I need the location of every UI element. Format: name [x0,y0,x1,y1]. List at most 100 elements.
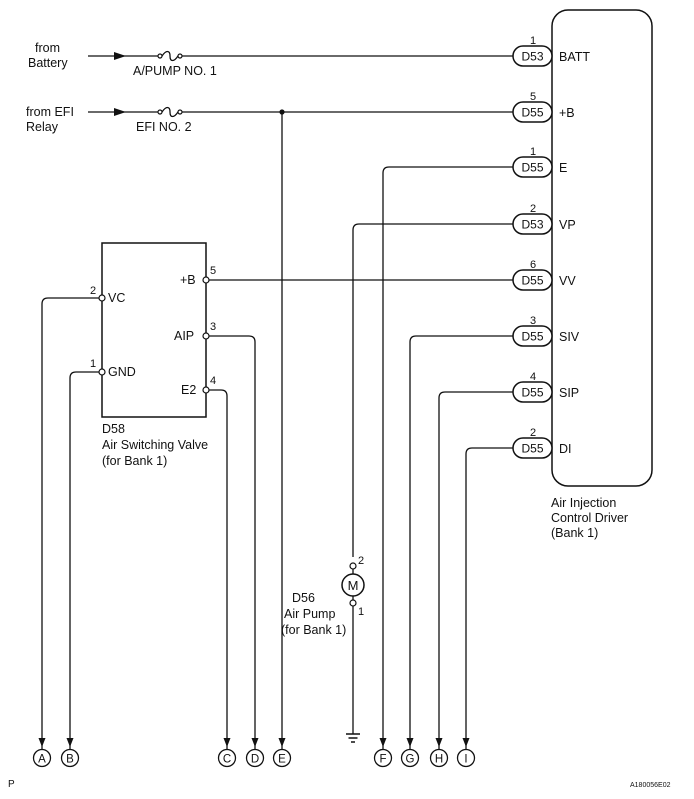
terminal-e: E [272,738,292,768]
terminal-b-circle [60,748,80,768]
terminal-e-circle [272,748,292,768]
driver-pin-di-number: 2 [530,427,536,439]
fuse-efi-terminal-right [177,109,183,115]
terminal-i-circle [456,748,476,768]
wire-di-to-terminal-i [465,447,513,750]
pump-pin-top-number: 2 [358,555,364,567]
driver-pin-vp-label: VP [559,218,576,232]
driver-pin-batt-number: 1 [530,35,536,47]
terminal-b-arrow [66,738,74,747]
source-efi-line2: Relay [26,120,59,134]
ground-symbol [346,733,360,743]
driver-pin-plus-b-number: 5 [530,91,536,103]
driver-pin-sip-connector-code: D55 [521,386,543,400]
terminal-a-arrow [38,738,46,747]
terminal-i-label: I [464,754,467,766]
battery-arrow [114,52,126,60]
terminal-d-arrow [251,738,259,747]
pump-code: D56 [292,591,315,605]
driver-pin-plus-b-label: +B [559,106,575,120]
source-battery-line2: Battery [28,56,68,70]
terminal-a-label: A [38,754,46,766]
terminal-g-arrow [406,738,414,747]
pump-name-line2: (for Bank 1) [281,623,346,637]
fuse-efi-terminal-left [157,109,163,115]
valve-pin-gnd-label: GND [108,365,136,379]
driver-pin-sip-number: 4 [530,371,536,383]
fuse-apump-terminal-right [177,53,183,59]
driver-pin-plus-b-connector-code: D55 [521,106,543,120]
source-efi-line1: from EFI [26,105,74,119]
driver-pin-batt-label: BATT [559,50,590,64]
driver-pin-vp-connector-code: D53 [521,218,543,232]
terminal-f-arrow [379,738,387,747]
terminal-c-label: C [223,754,231,766]
terminal-h-label: H [435,754,443,766]
valve-pin-vc-label: VC [108,291,125,305]
driver-pin-siv-connector-code: D55 [521,330,543,344]
pump-pin-top-terminal [349,562,357,570]
terminal-c-arrow [223,738,231,747]
driver-pin-vv-label: VV [559,274,576,288]
terminal-b: B [60,738,80,768]
driver-pin-e-number: 1 [530,146,536,158]
driver-pin-di-connector-code: D55 [521,442,543,456]
driver-pin-siv: 3 D55 SIV [512,315,580,347]
corner-left-label: P [8,779,15,790]
terminal-a-circle [32,748,52,768]
driver-pin-plus-b-connector [512,101,553,123]
pump-motor-circle [341,573,365,597]
valve-pin-plus-b-number: 5 [210,265,216,277]
pump-motor-symbol: M [348,578,359,593]
source-battery-line1: from [35,41,60,55]
wire-vc-to-terminal-a [41,297,99,750]
wire-vp-to-pump [352,223,513,557]
terminal-d: D [245,738,265,768]
valve-pin-e2-terminal [202,386,210,394]
air-switching-valve-body [101,242,207,418]
pump-pin-bottom-number: 1 [358,606,364,618]
control-driver-body [551,9,653,487]
terminal-e-arrow [278,738,286,747]
driver-pin-vp-number: 2 [530,203,536,215]
driver-pin-siv-number: 3 [530,315,536,327]
valve-code: D58 [102,422,125,436]
terminal-g-label: G [406,754,415,766]
driver-pin-sip: 4 D55 SIP [512,371,579,403]
terminal-c: C [217,738,237,768]
driver-pin-batt-connector [512,45,553,67]
driver-name-line3: (Bank 1) [551,526,598,540]
driver-pin-vv-connector-code: D55 [521,274,543,288]
valve-pin-e2-number: 4 [210,375,216,387]
valve-pin-plus-b-terminal [202,276,210,284]
driver-pin-vv-number: 6 [530,259,536,271]
valve-pin-aip-terminal [202,332,210,340]
fuse-efi-element [161,106,179,118]
driver-pin-batt: 1 D53 BATT [512,35,590,67]
terminal-i-arrow [462,738,470,747]
valve-pin-aip-number: 3 [210,321,216,333]
wire-siv-to-terminal-g [409,335,513,750]
terminal-h-circle [429,748,449,768]
valve-pin-vc-number: 2 [90,285,96,297]
terminal-g-circle [400,748,420,768]
wire-sip-to-terminal-h [438,391,513,750]
terminal-f: F [373,738,393,768]
terminal-i: I [456,738,476,768]
terminal-b-label: B [66,754,74,766]
driver-name-line2: Control Driver [551,511,628,525]
terminal-f-circle [373,748,393,768]
valve-pin-plus-b-label: +B [180,273,196,287]
valve-name-line1: Air Switching Valve [102,438,208,452]
wire-gnd-to-terminal-b [69,371,99,750]
wire-e2-to-terminal-c [209,389,228,750]
driver-pin-vp: 2 D53 VP [512,203,576,235]
valve-pin-aip-label: AIP [174,329,194,343]
pump-pin-bottom-terminal [349,599,357,607]
terminal-f-label: F [379,754,386,766]
terminal-h-arrow [435,738,443,747]
terminal-a: A [32,738,52,768]
valve-pin-gnd-terminal [98,368,106,376]
